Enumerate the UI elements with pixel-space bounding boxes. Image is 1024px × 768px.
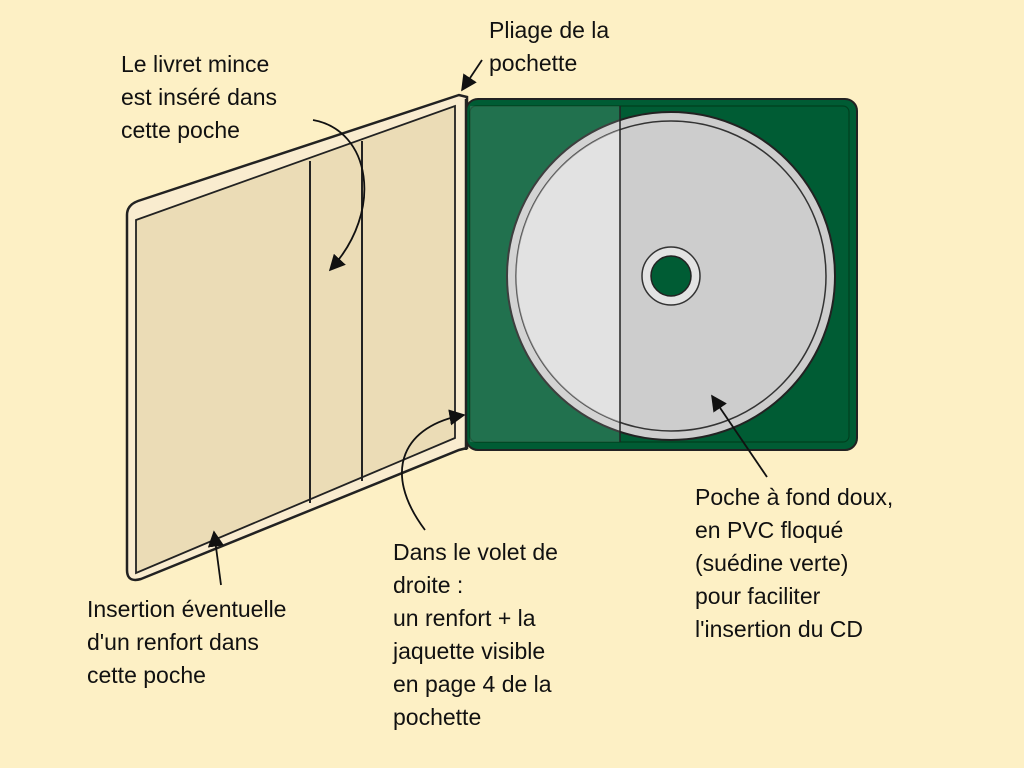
transparent-sleeve — [470, 106, 621, 442]
arrow-volet-icon — [401, 409, 466, 531]
green-pocket-inner-seam — [469, 105, 850, 443]
cd-sleeve-highlight — [516, 129, 620, 423]
cd-rim — [515, 120, 827, 432]
cd-icon — [506, 111, 836, 441]
arrow-poche-icon — [711, 394, 768, 478]
arrow-pliage-icon — [461, 59, 483, 92]
label-poche-fond-doux: Poche à fond doux, en PVC floqué (suédin… — [695, 484, 894, 642]
label-volet-droite: Dans le volet de droite : un renfort + l… — [393, 539, 558, 730]
label-livret-mince: Le livret mince est inséré dans cette po… — [121, 51, 277, 143]
arrow-livret-icon — [312, 119, 366, 272]
left-flap-inner-pocket — [135, 104, 456, 575]
label-pliage-pochette: Pliage de la pochette — [489, 17, 610, 76]
cd-center-hole — [650, 255, 692, 297]
arrow-insertion-icon — [207, 530, 224, 586]
label-insertion-renfort: Insertion éventuelle d'un renfort dans c… — [87, 596, 287, 688]
transparent-sleeve-area — [470, 106, 620, 442]
arrow-icons — [207, 59, 768, 586]
